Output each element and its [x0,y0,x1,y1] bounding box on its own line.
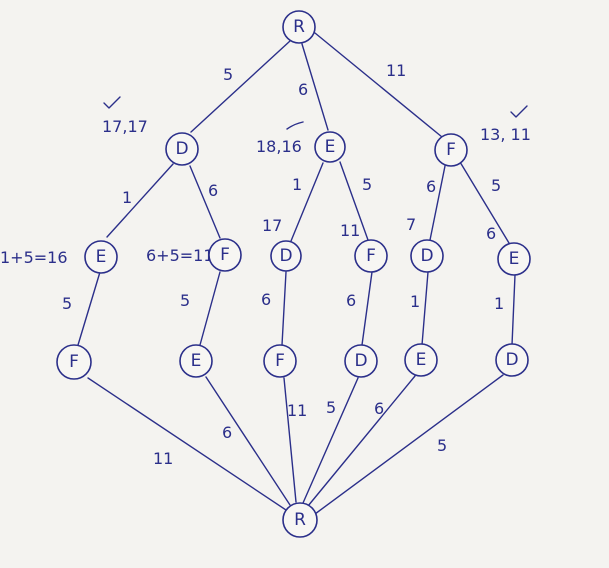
node-d4-label: D [420,246,433,266]
annotation-f3: 11 [340,221,360,240]
edge-e4-d7 [511,274,516,346]
node-f5: F [56,344,92,380]
node-e5-label: E [191,351,202,371]
weight-f2-e5: 5 [180,291,190,310]
node-d3: D [270,240,302,272]
weight-d7-end: 5 [437,436,447,455]
edge-f3-d6 [361,271,373,346]
node-d4: D [410,239,444,273]
edges [77,32,516,515]
edge-d1-e2 [106,163,174,238]
node-f2-label: F [220,245,230,265]
annotation-e1: 18,16 [256,137,302,156]
check-mark-icon [286,121,304,130]
node-end-label: R [294,510,306,530]
node-e7-label: E [416,350,427,370]
weight-root-f1: 11 [386,61,406,80]
weight-d1-e2: 1 [122,188,132,207]
annotation-d1: 17,17 [102,117,148,136]
weight-e1-d3: 1 [292,175,302,194]
edge-f2-e5 [199,271,221,346]
weight-f5-end: 11 [153,449,173,468]
weight-e5-end: 6 [222,423,232,442]
weight-e7-end: 6 [374,399,384,418]
node-d1-label: D [175,139,188,159]
node-root: R [282,10,316,44]
node-root-label: R [293,17,305,37]
edge-d6-end [302,377,359,504]
node-d1: D [165,132,199,166]
edge-d4-e7 [421,271,429,346]
edge-e7-end [307,375,416,507]
weight-f1-d4: 6 [426,177,436,196]
weight-e1-f3: 5 [362,175,372,194]
weight-f1-e4: 5 [491,176,501,195]
node-f6-label: F [275,351,285,371]
edge-e2-f5 [77,271,101,346]
node-e5: E [179,344,213,378]
weight-root-e1: 6 [298,80,308,99]
annotations: 17,17 18,16 13, 11 1+5=16 6+5=11 17 11 7… [0,117,531,267]
node-end: R [282,502,318,538]
annotation-d3: 17 [262,216,282,235]
node-f1-label: F [446,140,456,160]
node-d3-label: D [279,246,292,266]
edge-f5-end [87,377,287,511]
annotation-f2: 6+5=11 [146,246,214,265]
check-mark-icon [103,96,121,109]
weight-e4-d7: 1 [494,294,504,313]
edge-d1-f2 [189,165,221,239]
weight-e2-f5: 5 [62,294,72,313]
annotation-f1: 13, 11 [480,125,531,144]
weight-f3-d6: 6 [346,291,356,310]
check-mark-icon [510,105,528,118]
node-e7: E [404,343,438,377]
annotation-e2: 1+5=16 [0,248,68,267]
edge-d7-end [314,374,504,515]
edge-d3-f6 [281,271,287,346]
node-d6: D [344,344,378,378]
edge-f6-end [283,377,297,503]
edge-f1-d4 [429,165,446,241]
node-f5-label: F [69,352,79,372]
node-d7: D [495,343,529,377]
weight-d4-e7: 1 [410,292,420,311]
node-f6: F [263,344,297,378]
edge-root-d1 [190,40,291,133]
check-marks [103,96,528,130]
weight-f6-end: 11 [287,401,307,420]
annotation-d4: 7 [406,215,416,234]
annotation-e4: 6 [486,224,496,243]
node-d6-label: D [354,351,367,371]
edge-f1-e4 [459,161,510,244]
node-e2: E [84,240,118,274]
node-f3: F [354,239,388,273]
nodes: R D E F E F D F [56,10,531,538]
node-e1-label: E [325,137,336,157]
weight-d1-f2: 6 [208,181,218,200]
edge-weights: 5 6 11 1 6 1 5 6 5 5 5 6 6 1 1 11 6 11 5… [62,61,504,468]
edge-e5-end [205,376,291,506]
weight-d3-f6: 6 [261,290,271,309]
node-e2-label: E [96,247,107,267]
node-d7-label: D [505,350,518,370]
node-e4-label: E [509,249,520,269]
node-e1: E [314,131,346,163]
edge-e1-f3 [339,161,369,241]
node-f2: F [208,238,242,272]
weight-root-d1: 5 [223,65,233,84]
node-e4: E [497,242,531,276]
weight-d6-end: 5 [326,398,336,417]
node-f3-label: F [366,246,376,266]
node-f1: F [434,133,468,167]
edge-root-e1 [301,43,329,131]
edge-root-f1 [314,32,443,138]
edge-e1-d3 [290,162,324,242]
